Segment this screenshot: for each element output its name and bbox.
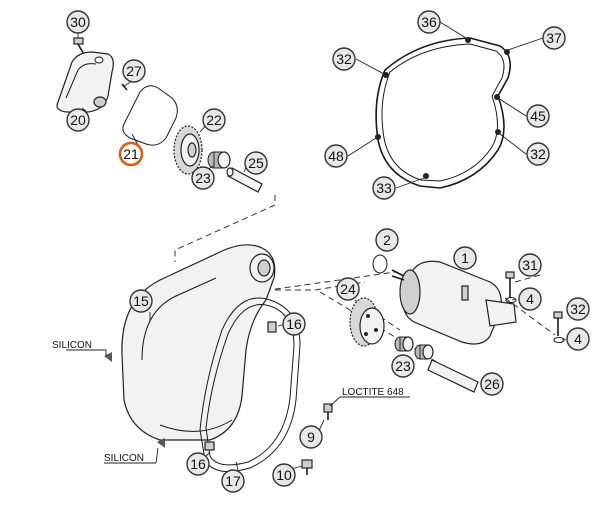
svg-text:32: 32 bbox=[336, 51, 352, 67]
svg-text:37: 37 bbox=[546, 30, 562, 46]
svg-text:1: 1 bbox=[461, 250, 469, 266]
gear-22 bbox=[173, 125, 203, 175]
svg-text:33: 33 bbox=[376, 180, 392, 196]
svg-text:30: 30 bbox=[70, 14, 86, 30]
svg-text:48: 48 bbox=[328, 148, 344, 164]
callout-22[interactable]: 22 bbox=[202, 108, 226, 132]
callout-1[interactable]: 1 bbox=[453, 246, 477, 270]
cover-gasket-group bbox=[375, 37, 511, 189]
bolt-31 bbox=[505, 271, 517, 303]
svg-text:21: 21 bbox=[123, 146, 139, 162]
callout-26[interactable]: 26 bbox=[480, 372, 504, 396]
callout-24[interactable]: 24 bbox=[336, 277, 360, 301]
callout-9[interactable]: 9 bbox=[299, 425, 323, 449]
callout-4b[interactable]: 4 bbox=[566, 327, 590, 351]
cover-gasket bbox=[375, 37, 511, 189]
bolt-32c bbox=[553, 311, 565, 343]
svg-text:23: 23 bbox=[395, 358, 411, 374]
svg-text:20: 20 bbox=[70, 112, 86, 128]
svg-text:32: 32 bbox=[570, 301, 586, 317]
svg-text:9: 9 bbox=[307, 429, 315, 445]
dowel-16a bbox=[267, 321, 277, 333]
svg-text:16: 16 bbox=[286, 316, 302, 332]
svg-text:2: 2 bbox=[383, 232, 391, 248]
svg-text:23: 23 bbox=[195, 170, 211, 186]
pump-cover-group bbox=[56, 37, 263, 193]
callout-10[interactable]: 10 bbox=[272, 463, 296, 487]
svg-text:22: 22 bbox=[206, 112, 222, 128]
callout-36[interactable]: 36 bbox=[417, 10, 441, 34]
callout-20[interactable]: 20 bbox=[66, 108, 90, 132]
note-silicon-top: SILICON bbox=[52, 340, 92, 351]
callout-32b[interactable]: 32 bbox=[526, 142, 550, 166]
callout-32c[interactable]: 32 bbox=[566, 297, 590, 321]
callouts: 30 27 20 22 21 23 25 36 37 32 45 48 32 3… bbox=[66, 10, 590, 493]
plug-10 bbox=[301, 459, 313, 475]
silicon-marker-top bbox=[104, 352, 112, 362]
plug-9 bbox=[323, 403, 333, 420]
engine-cover-15 bbox=[121, 244, 276, 441]
callout-27[interactable]: 27 bbox=[122, 59, 146, 83]
pin-27 bbox=[121, 83, 128, 91]
needle-bearing-23b bbox=[394, 336, 434, 360]
callout-32a[interactable]: 32 bbox=[332, 47, 356, 71]
svg-text:16: 16 bbox=[190, 456, 206, 472]
svg-text:27: 27 bbox=[126, 63, 142, 79]
shaft-26 bbox=[427, 359, 479, 393]
silicon-marker-bottom bbox=[157, 438, 165, 448]
svg-text:45: 45 bbox=[530, 108, 546, 124]
callout-30[interactable]: 30 bbox=[66, 10, 90, 34]
callout-16b[interactable]: 16 bbox=[186, 452, 210, 476]
callout-16a[interactable]: 16 bbox=[282, 312, 306, 336]
svg-text:4: 4 bbox=[574, 331, 582, 347]
dowel-16b bbox=[204, 441, 215, 451]
callout-48[interactable]: 48 bbox=[324, 144, 348, 168]
svg-text:4: 4 bbox=[526, 291, 534, 307]
leader-lines bbox=[66, 21, 567, 471]
svg-text:31: 31 bbox=[522, 257, 538, 273]
svg-text:15: 15 bbox=[133, 293, 149, 309]
callout-23a[interactable]: 23 bbox=[191, 166, 215, 190]
svg-text:32: 32 bbox=[530, 146, 546, 162]
note-loctite: LOCTITE 648 bbox=[342, 387, 404, 398]
svg-text:26: 26 bbox=[484, 376, 500, 392]
callout-4a[interactable]: 4 bbox=[518, 287, 542, 311]
svg-text:17: 17 bbox=[225, 473, 241, 489]
callout-37[interactable]: 37 bbox=[542, 26, 566, 50]
gasket-21 bbox=[122, 85, 178, 146]
callout-2[interactable]: 2 bbox=[375, 228, 399, 252]
svg-text:36: 36 bbox=[421, 14, 437, 30]
callout-23b[interactable]: 23 bbox=[391, 354, 415, 378]
o-ring-2 bbox=[372, 254, 388, 274]
gear-24 bbox=[349, 297, 385, 347]
callout-33[interactable]: 33 bbox=[372, 176, 396, 200]
callout-45[interactable]: 45 bbox=[526, 104, 550, 128]
svg-text:25: 25 bbox=[248, 155, 264, 171]
svg-text:10: 10 bbox=[276, 467, 292, 483]
note-silicon-bottom: SILICON bbox=[104, 453, 144, 464]
callout-17[interactable]: 17 bbox=[221, 469, 245, 493]
callout-15[interactable]: 15 bbox=[129, 289, 153, 313]
needle-bearing-23a bbox=[207, 151, 231, 169]
starter-motor-1 bbox=[391, 260, 517, 345]
callout-25[interactable]: 25 bbox=[244, 151, 268, 175]
callout-21[interactable]: 21 bbox=[118, 141, 144, 167]
svg-text:24: 24 bbox=[340, 281, 356, 297]
callout-31[interactable]: 31 bbox=[518, 253, 542, 277]
